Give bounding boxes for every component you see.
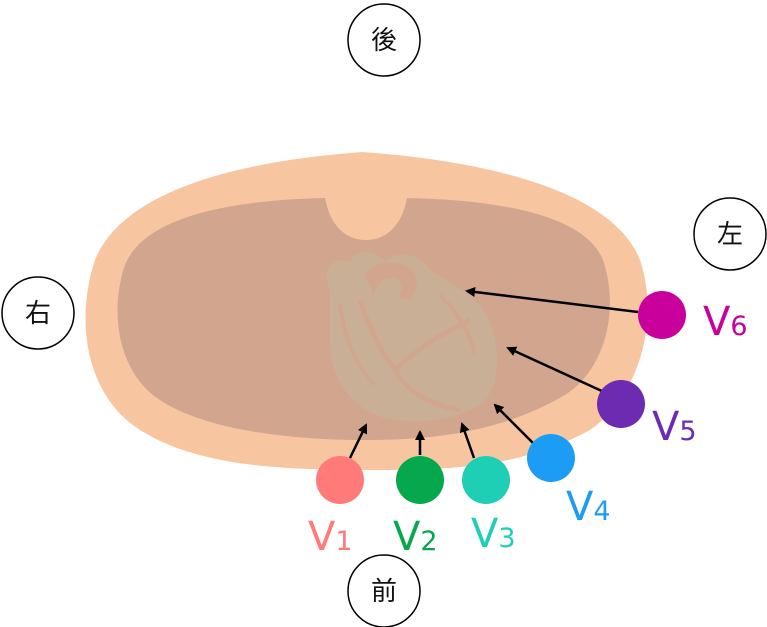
direction-posterior: 後: [347, 3, 421, 77]
lead-label-v3: V3: [471, 511, 516, 557]
heart-chamber-outline: [338, 293, 477, 387]
heart-aorta: [365, 262, 417, 300]
electrodes: [316, 291, 686, 504]
direction-circle: [347, 554, 421, 627]
direction-circle: [1, 276, 75, 350]
lead-label-v1: V1: [308, 514, 353, 560]
lead-letter: V: [703, 299, 731, 345]
lead-letter: V: [471, 511, 499, 557]
electrode-v5: [597, 380, 645, 428]
arrow-v5: [506, 346, 605, 394]
direction-posterior-label: 後: [371, 26, 397, 56]
lead-number: 3: [498, 523, 515, 554]
electrode-v6: [638, 291, 686, 339]
lead-letter: V: [393, 514, 421, 560]
heart: [326, 252, 497, 422]
direction-right-label: 右: [25, 299, 51, 329]
lead-letter: V: [566, 484, 594, 530]
direction-anterior-label: 前: [371, 577, 397, 607]
lead-label-v2: V2: [393, 514, 438, 560]
electrode-v3: [462, 456, 510, 504]
lead-number: 2: [420, 526, 437, 557]
electrode-v1: [316, 456, 364, 504]
lead-number: 4: [593, 496, 610, 527]
direction-right: 右: [1, 276, 75, 350]
lead-letter: V: [308, 514, 336, 560]
lead-number: 1: [335, 526, 352, 557]
direction-markers: 後 前 右 左: [1, 3, 767, 627]
arrow-v1: [348, 423, 368, 459]
lead-label-v6: V6: [703, 299, 748, 345]
direction-anterior: 前: [347, 554, 421, 627]
lead-label-v5: V5: [652, 404, 697, 450]
lead-number: 6: [730, 311, 747, 342]
direction-circle: [347, 3, 421, 77]
lead-number: 5: [679, 416, 696, 447]
direction-circle: [693, 197, 767, 271]
electrode-v2: [396, 456, 444, 504]
arrow-v4: [493, 403, 536, 446]
lead-letter: V: [652, 404, 680, 450]
lead-labels: V1 V2 V3 V4 V5 V6: [308, 299, 748, 560]
direction-left-label: 左: [717, 220, 743, 250]
arrow-v6: [465, 287, 639, 314]
lead-arrows: [348, 287, 639, 459]
lead-label-v4: V4: [566, 484, 611, 530]
direction-left: 左: [693, 197, 767, 271]
electrode-v4: [527, 434, 575, 482]
chest-cross-section: [85, 152, 648, 470]
arrow-v3: [459, 422, 476, 459]
